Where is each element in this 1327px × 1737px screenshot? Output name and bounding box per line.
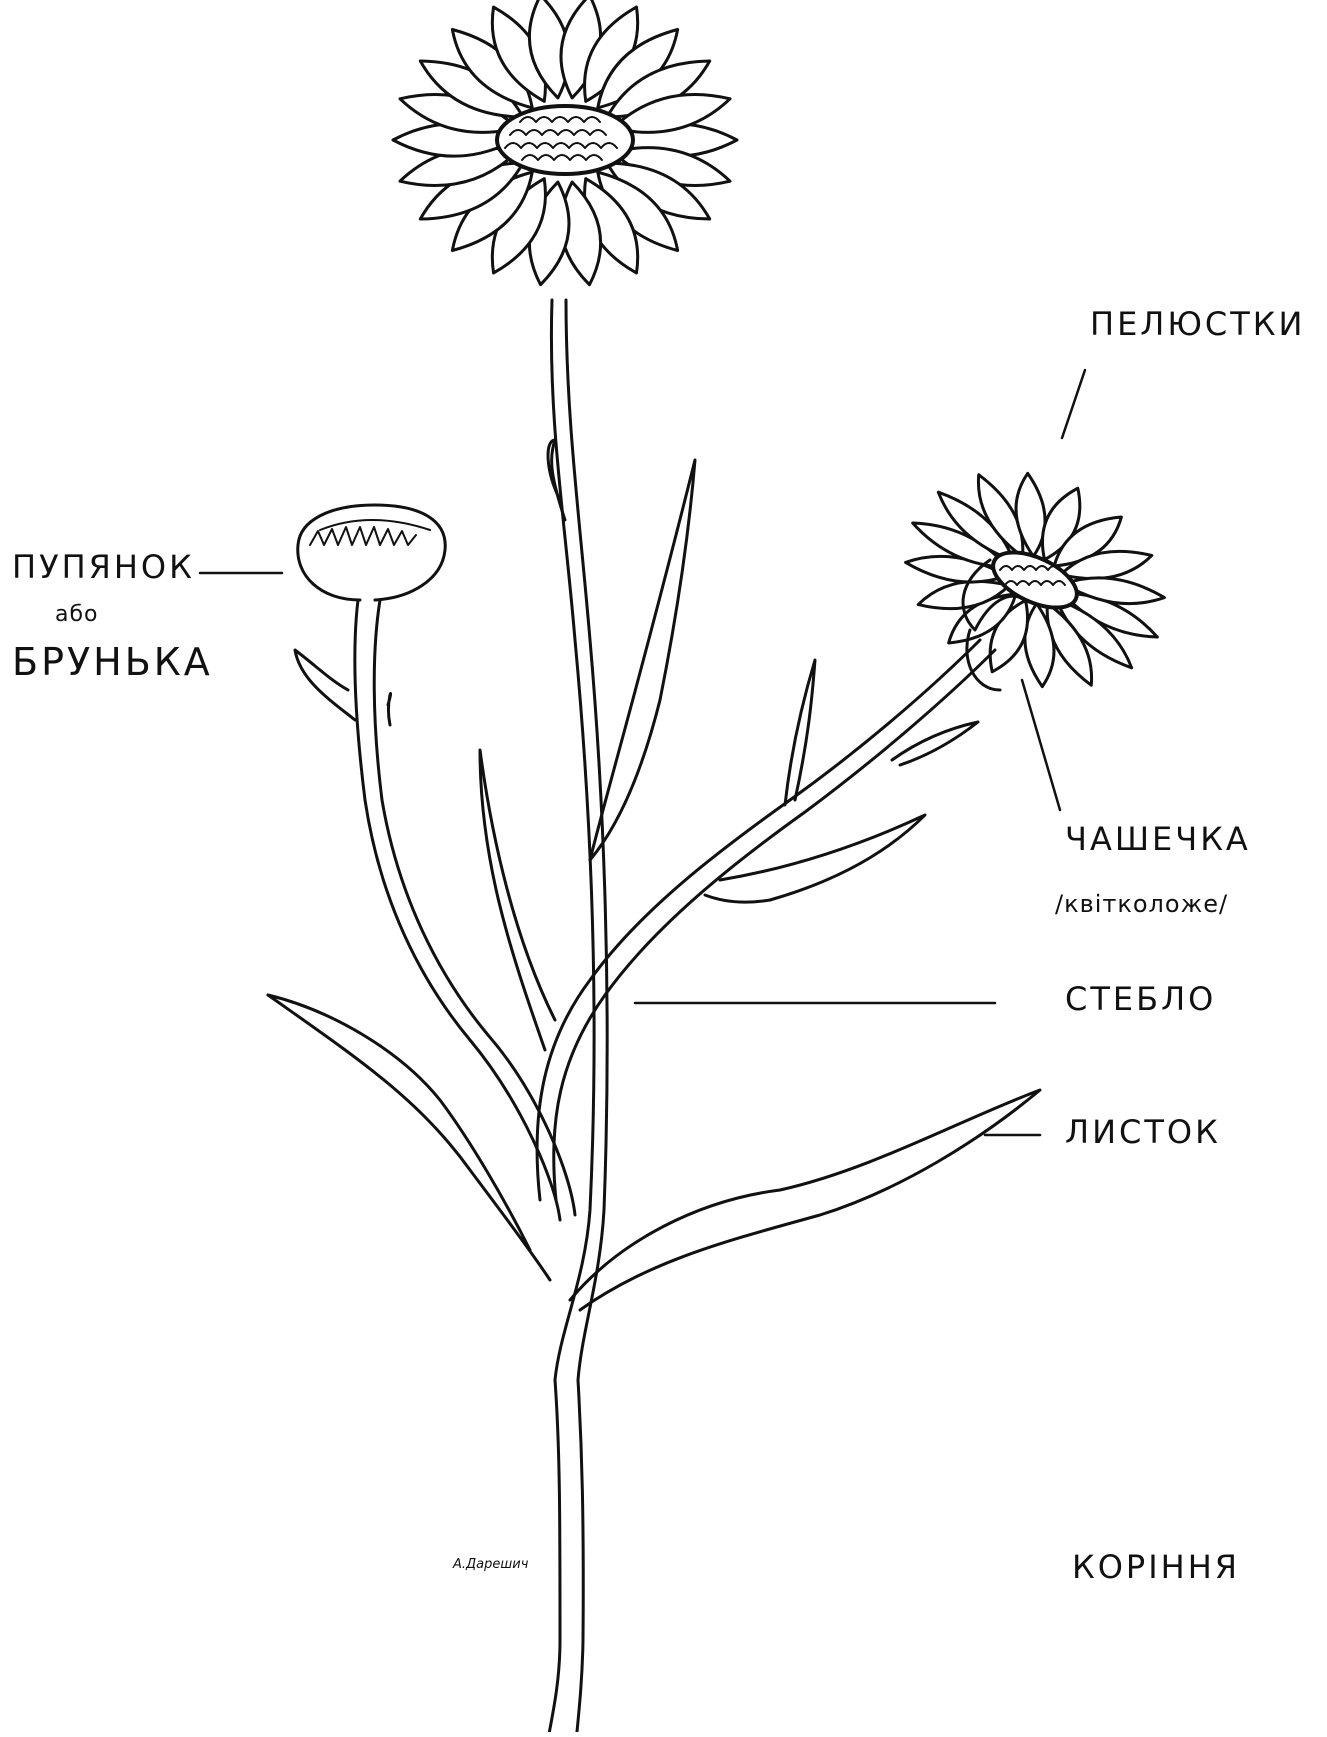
petals-leader [1062,370,1085,438]
label-receptacle: /квітколоже/ [1055,890,1228,918]
main-flower-center [497,106,633,174]
label-leaf: ЛИСТОК [1065,1113,1221,1151]
side-stem-leaf-mid [705,815,925,902]
artist-signature: А.Дарешич [453,1557,528,1572]
roots [540,1380,583,1732]
lower-right-leaf [570,1090,1040,1310]
tall-leaf [590,460,695,860]
calyx-leader [1022,680,1060,810]
bud-stem [355,600,575,1220]
leader-lines [200,370,1085,1135]
label-stem: СТЕБЛО [1065,980,1216,1018]
lower-left-leaf [268,995,550,1280]
label-bud-or: або [55,602,99,627]
label-roots: КОРІННЯ [1072,1548,1240,1586]
label-calyx: ЧАШЕЧКА [1065,820,1251,858]
bud-texture [310,520,430,545]
label-petals: ПЕЛЮСТКИ [1090,305,1305,343]
bud-stem-leaf [295,650,391,725]
label-bud: ПУПЯНОК [12,548,195,586]
label-bud-alt: БРУНЬКА [12,640,213,684]
left-tall-leaf [480,750,555,1050]
